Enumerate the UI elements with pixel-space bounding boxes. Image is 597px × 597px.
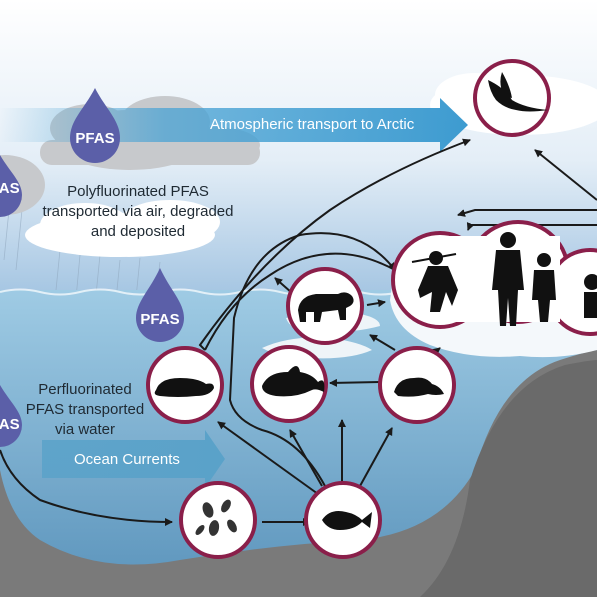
whale-icon (262, 366, 325, 397)
seabird-icon (488, 72, 548, 112)
polar-bear-node (286, 267, 364, 345)
whale-node (250, 345, 328, 423)
ocean-currents-label: Ocean Currents (74, 451, 180, 468)
bird-node (473, 59, 551, 137)
rock-shade (420, 360, 597, 597)
fish-icon (322, 511, 372, 530)
pfas-drop-sky (70, 88, 120, 163)
human-figures-icon (411, 232, 597, 326)
pfas-drop-label-left: PFAS (0, 180, 20, 197)
fish-node (304, 481, 382, 559)
seal-icon (394, 377, 444, 397)
food-web-arrows (0, 138, 597, 526)
pfas-drop-label-sky: PFAS (75, 130, 115, 147)
walrus-icon (154, 378, 214, 397)
seal-node (378, 346, 456, 424)
pfas-drop-label-water: PFAS (0, 416, 20, 433)
atmospheric-transport-label: Atmospheric transport to Arctic (210, 116, 415, 133)
polyfluorinated-label: Polyfluorinated PFAS transported via air… (42, 183, 234, 240)
ocean-currents-arrow (42, 430, 225, 488)
cloud-middle (25, 200, 220, 257)
polar-bear-icon (298, 292, 354, 322)
perfluorinated-label: Perfluorinated PFAS transported via wate… (25, 381, 145, 438)
pfas-drop-left (0, 155, 22, 217)
pfas-drop-sea (136, 268, 184, 342)
walrus-node (146, 346, 224, 424)
plankton-node (179, 481, 257, 559)
seabed-rock (0, 350, 597, 597)
plankton-icon (195, 499, 237, 536)
pfas-drop-water (0, 385, 22, 447)
pfas-drop-label-sea: PFAS (140, 311, 180, 328)
people-node (391, 220, 597, 336)
